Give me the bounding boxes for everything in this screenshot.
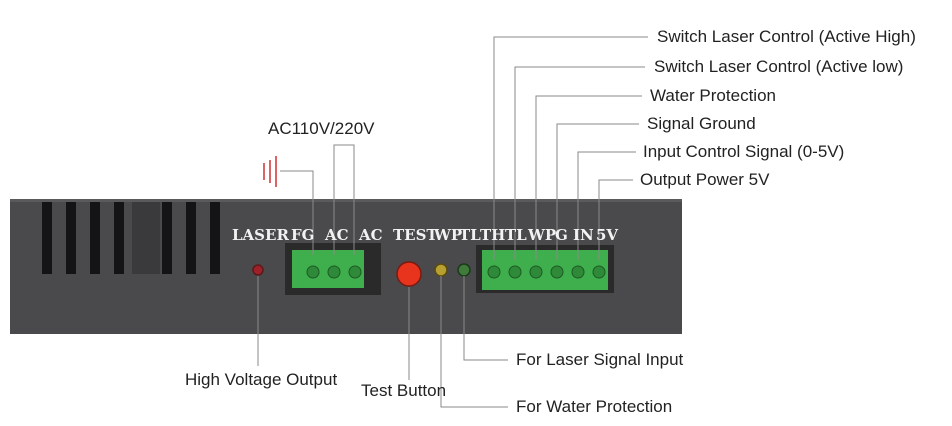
callout-water-protection: Water Protection bbox=[650, 86, 776, 105]
test-button[interactable] bbox=[396, 261, 422, 287]
callout-water-protection-input: For Water Protection bbox=[516, 397, 673, 416]
callout-high-voltage: High Voltage Output bbox=[185, 370, 338, 389]
label-fg: FG bbox=[291, 226, 315, 244]
label-wp-2: WP bbox=[528, 226, 557, 244]
tl-led bbox=[457, 263, 471, 277]
wp-led bbox=[434, 263, 448, 277]
callout-laser-signal: For Laser Signal Input bbox=[516, 350, 684, 369]
callout-input-control: Input Control Signal (0-5V) bbox=[643, 142, 845, 161]
label-test: TEST bbox=[393, 226, 438, 244]
label-tl: TL bbox=[459, 226, 481, 244]
label-ac-1: AC bbox=[325, 226, 349, 244]
callout-test-button: Test Button bbox=[361, 381, 447, 400]
label-tl-2: TL bbox=[505, 226, 527, 244]
label-laser: LASER bbox=[232, 226, 289, 244]
label-5v: 5V bbox=[596, 226, 619, 244]
callout-switch-active-low: Switch Laser Control (Active low) bbox=[654, 57, 904, 76]
callout-ac-input: AC110V/220V bbox=[268, 119, 375, 138]
label-g: G bbox=[555, 226, 568, 244]
laser-led bbox=[252, 264, 264, 276]
label-sticker bbox=[132, 202, 160, 274]
signal-terminal-screws bbox=[487, 265, 606, 279]
signal-terminal-block bbox=[482, 250, 608, 290]
callout-output-power: Output Power 5V bbox=[640, 170, 770, 189]
label-ac-2: AC bbox=[359, 226, 383, 244]
label-wp: WP bbox=[434, 226, 463, 244]
ac-terminal-screws bbox=[306, 265, 362, 279]
callout-signal-ground: Signal Ground bbox=[647, 114, 756, 133]
callout-lines bbox=[257, 36, 648, 408]
vent-slots bbox=[42, 202, 220, 274]
label-in: IN bbox=[573, 226, 594, 244]
panel-top-edge bbox=[10, 199, 682, 202]
label-th: TH bbox=[480, 226, 506, 244]
callout-switch-active-high: Switch Laser Control (Active High) bbox=[657, 27, 916, 46]
ground-symbol-icon bbox=[263, 156, 277, 187]
